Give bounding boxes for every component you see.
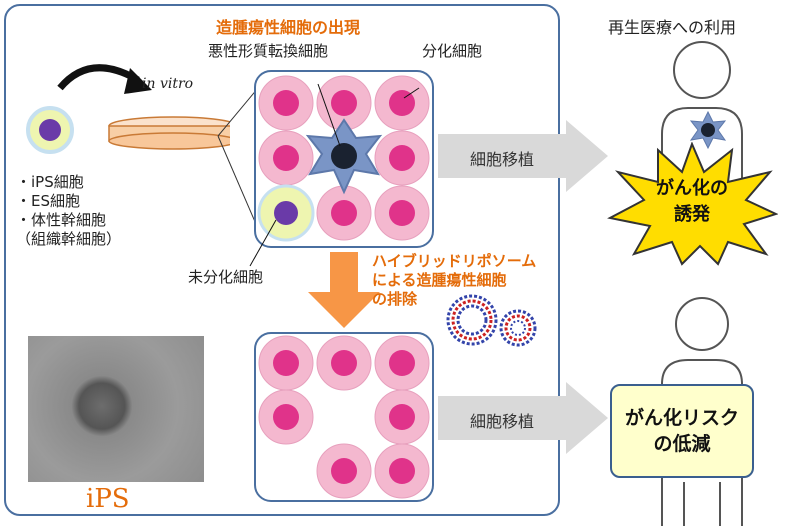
down-arrow-icon bbox=[308, 252, 380, 328]
tumor-cell-icon bbox=[689, 110, 727, 150]
cancer-line-1: がん化の bbox=[656, 178, 728, 199]
removal-line-3: の排除 bbox=[372, 290, 418, 308]
cell-grid-bottom bbox=[254, 332, 434, 502]
invitro-label: in vitro bbox=[142, 76, 194, 92]
cell-type-es: ・ES細胞 bbox=[16, 192, 80, 210]
reduced-risk-box: がん化リスク の低減 bbox=[610, 384, 754, 478]
transplant-label-bottom: 細胞移植 bbox=[470, 412, 535, 431]
liposome-icon bbox=[446, 294, 537, 347]
cell-row-2 bbox=[258, 130, 430, 186]
reduced-risk-line-2: の低減 bbox=[653, 433, 711, 455]
ips-colony-photo bbox=[28, 336, 204, 482]
transplant-label-top: 細胞移植 bbox=[470, 150, 535, 169]
cell-row-3 bbox=[257, 184, 430, 242]
invitro-illustration bbox=[26, 64, 230, 154]
undifferentiated-cell-label: 未分化細胞 bbox=[188, 268, 264, 286]
cell-type-somatic: ・体性幹細胞 bbox=[16, 211, 107, 229]
cell-row-1 bbox=[258, 75, 430, 131]
cell-grid-top bbox=[254, 70, 434, 248]
cancer-induction-text: がん化の 誘発 bbox=[642, 176, 742, 228]
removal-text: ハイブリッドリポソーム による造腫瘍性細胞 の排除 bbox=[372, 252, 536, 309]
panel-title: 造腫瘍性細胞の出現 bbox=[216, 18, 361, 37]
regenerative-medicine-heading: 再生医療への利用 bbox=[608, 18, 737, 37]
cell-type-tissue: （組織幹細胞） bbox=[16, 230, 122, 248]
cell-type-list: ・iPS細胞 ・ES細胞 ・体性幹細胞 （組織幹細胞） bbox=[16, 173, 121, 249]
removal-line-2: による造腫瘍性細胞 bbox=[372, 271, 507, 289]
transplant-arrow-bottom bbox=[438, 382, 608, 454]
ips-photo-caption: iPS bbox=[86, 484, 130, 514]
cancer-burst-icon bbox=[607, 142, 778, 266]
cancer-line-2: 誘発 bbox=[674, 204, 710, 225]
arrowhead-icon bbox=[124, 68, 152, 94]
cell-type-ips: ・iPS細胞 bbox=[16, 173, 84, 191]
reduced-risk-line-1: がん化リスク bbox=[624, 407, 739, 429]
transplant-arrow-top bbox=[438, 120, 608, 192]
removal-line-1: ハイブリッドリポソーム bbox=[372, 252, 537, 270]
differentiated-cell-label: 分化細胞 bbox=[422, 42, 483, 60]
stem-cell-nucleus bbox=[39, 119, 61, 141]
malignant-cell-label: 悪性形質転換細胞 bbox=[208, 42, 329, 60]
